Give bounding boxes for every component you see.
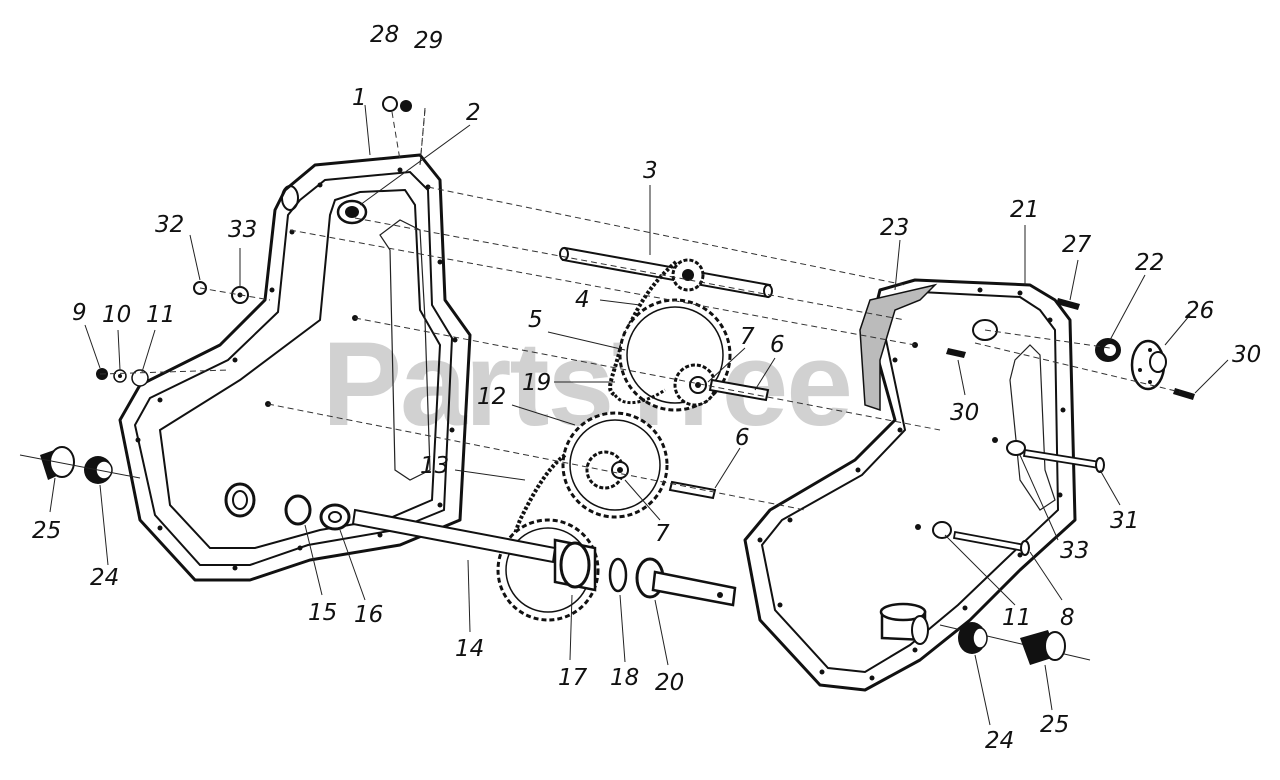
label-12: 12 bbox=[477, 384, 506, 410]
label-24-right: 24 bbox=[985, 728, 1014, 754]
label-16: 16 bbox=[354, 602, 383, 628]
label-22: 22 bbox=[1135, 250, 1164, 276]
seal-25-left bbox=[40, 446, 75, 480]
washer-11-right bbox=[932, 521, 952, 539]
label-3: 3 bbox=[643, 158, 658, 184]
bolt-28 bbox=[382, 96, 398, 112]
chain-19 bbox=[613, 388, 666, 405]
label-25-right: 25 bbox=[1040, 712, 1069, 738]
label-11-left: 11 bbox=[146, 302, 175, 328]
pin-6-lower bbox=[668, 480, 717, 500]
label-24-left: 24 bbox=[90, 565, 119, 591]
label-26: 26 bbox=[1185, 298, 1214, 324]
label-1: 1 bbox=[352, 85, 367, 111]
bearing-2 bbox=[336, 199, 368, 225]
washer-11-left bbox=[131, 369, 149, 387]
bearing-22 bbox=[1095, 338, 1121, 362]
label-25-left: 25 bbox=[32, 518, 61, 544]
screw-30-mid bbox=[946, 348, 966, 358]
label-14: 14 bbox=[455, 636, 484, 662]
label-7-upper: 7 bbox=[740, 324, 755, 350]
shaft-6-upper bbox=[708, 378, 770, 402]
label-28: 28 bbox=[370, 22, 399, 48]
label-17: 17 bbox=[558, 665, 588, 691]
label-18: 18 bbox=[610, 665, 639, 691]
label-21: 21 bbox=[1010, 197, 1039, 223]
label-30-right: 30 bbox=[1232, 342, 1261, 368]
seal-24-right bbox=[958, 622, 988, 654]
screw-30-right bbox=[1173, 388, 1195, 400]
label-13: 13 bbox=[420, 453, 449, 479]
label-5: 5 bbox=[528, 307, 543, 333]
label-33-right: 33 bbox=[1060, 538, 1089, 564]
label-2: 2 bbox=[466, 100, 481, 126]
label-30-mid: 30 bbox=[950, 400, 979, 426]
label-7-lower: 7 bbox=[655, 521, 670, 547]
sprocket-upper bbox=[671, 258, 705, 292]
bolt-31 bbox=[1022, 448, 1105, 473]
washer-10 bbox=[113, 369, 127, 383]
leader-lines bbox=[49, 104, 1229, 726]
label-6-upper: 6 bbox=[770, 332, 785, 358]
label-15: 15 bbox=[308, 600, 337, 626]
label-23: 23 bbox=[880, 215, 909, 241]
sprocket-7-upper bbox=[673, 363, 717, 407]
flange-26 bbox=[1130, 339, 1167, 391]
chain-4 bbox=[608, 260, 678, 397]
label-27: 27 bbox=[1062, 232, 1092, 258]
label-20: 20 bbox=[655, 670, 684, 696]
left-chain-case-housing bbox=[118, 153, 472, 582]
label-33-left: 33 bbox=[228, 217, 257, 243]
label-11-right: 11 bbox=[1002, 605, 1031, 631]
label-29: 29 bbox=[414, 28, 443, 54]
label-8: 8 bbox=[1060, 605, 1075, 631]
spacer-18 bbox=[608, 557, 628, 593]
label-6-lower: 6 bbox=[735, 425, 750, 451]
washer-33-right bbox=[1006, 440, 1026, 456]
bearing-cup-15 bbox=[224, 482, 312, 526]
label-9: 9 bbox=[72, 300, 87, 326]
label-32: 32 bbox=[155, 212, 184, 238]
callout-labels: 28 29 1 2 3 32 33 4 5 7 6 9 10 11 19 12 … bbox=[32, 22, 1261, 754]
label-4: 4 bbox=[575, 287, 590, 313]
label-31: 31 bbox=[1110, 508, 1139, 534]
sprocket-7-lower bbox=[585, 450, 629, 490]
bolt-27 bbox=[1056, 298, 1080, 310]
alignment-lines bbox=[267, 107, 941, 511]
lower-shaft-14 bbox=[351, 508, 737, 607]
nut-29 bbox=[400, 100, 412, 112]
bolt-8 bbox=[952, 530, 1030, 556]
hub-17 bbox=[553, 538, 597, 592]
label-19: 19 bbox=[522, 370, 551, 396]
label-10: 10 bbox=[102, 302, 131, 328]
seal-25-right bbox=[1020, 630, 1066, 665]
bearing-housing-right bbox=[879, 602, 929, 645]
gasket-23 bbox=[859, 283, 938, 412]
washer-16 bbox=[319, 503, 351, 531]
